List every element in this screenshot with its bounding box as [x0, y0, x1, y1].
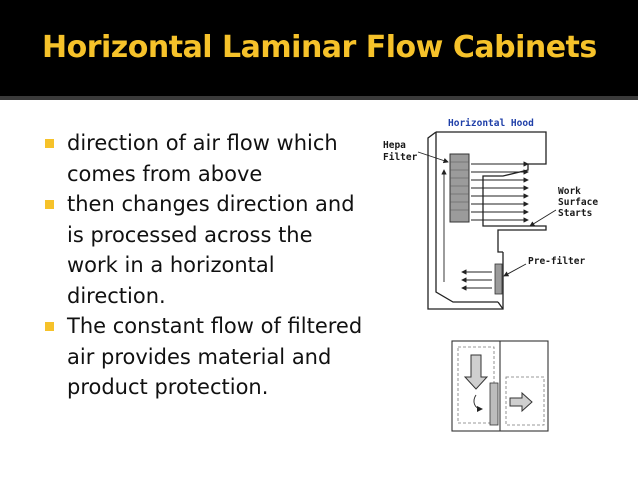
- bullet-item: The constant flow of filtered air provid…: [45, 311, 365, 403]
- right-arrow-icon: [509, 391, 533, 413]
- bullet-item: then changes direction and is processed …: [45, 189, 365, 311]
- bullet-text: then changes direction and is processed …: [67, 192, 355, 308]
- slide-title: Horizontal Laminar Flow Cabinets: [42, 30, 597, 65]
- label-prefilter: Pre-filter: [528, 256, 585, 267]
- label-hepa-line1: Hepa: [383, 140, 406, 151]
- title-bar: Horizontal Laminar Flow Cabinets: [0, 0, 638, 100]
- bullet-text: The constant flow of filtered air provid…: [67, 314, 363, 399]
- bullet-text: direction of air flow which comes from a…: [67, 131, 338, 186]
- bullet-marker-icon: [45, 322, 54, 331]
- label-work-line1: Work: [558, 186, 581, 197]
- bullet-item: direction of air flow which comes from a…: [45, 128, 365, 189]
- prefilter: [494, 263, 503, 295]
- down-arrow-icon: [463, 354, 489, 390]
- label-work-line2: Surface: [558, 197, 598, 208]
- bullet-marker-icon: [45, 139, 54, 148]
- diagram-title: Horizontal Hood: [448, 118, 534, 129]
- cabinet-outline: [427, 131, 547, 310]
- horizontal-hood-diagram: Horizontal Hood Hepa Filter Work Surface…: [383, 118, 598, 310]
- mini-flow-diagram: [451, 340, 549, 432]
- airflow-arrows: [417, 151, 557, 291]
- bullet-marker-icon: [45, 200, 54, 209]
- label-hepa-line2: Filter: [383, 152, 418, 163]
- hepa-filter: [449, 153, 470, 223]
- label-work-line3: Starts: [558, 208, 592, 219]
- bullet-list: direction of air flow which comes from a…: [45, 128, 365, 403]
